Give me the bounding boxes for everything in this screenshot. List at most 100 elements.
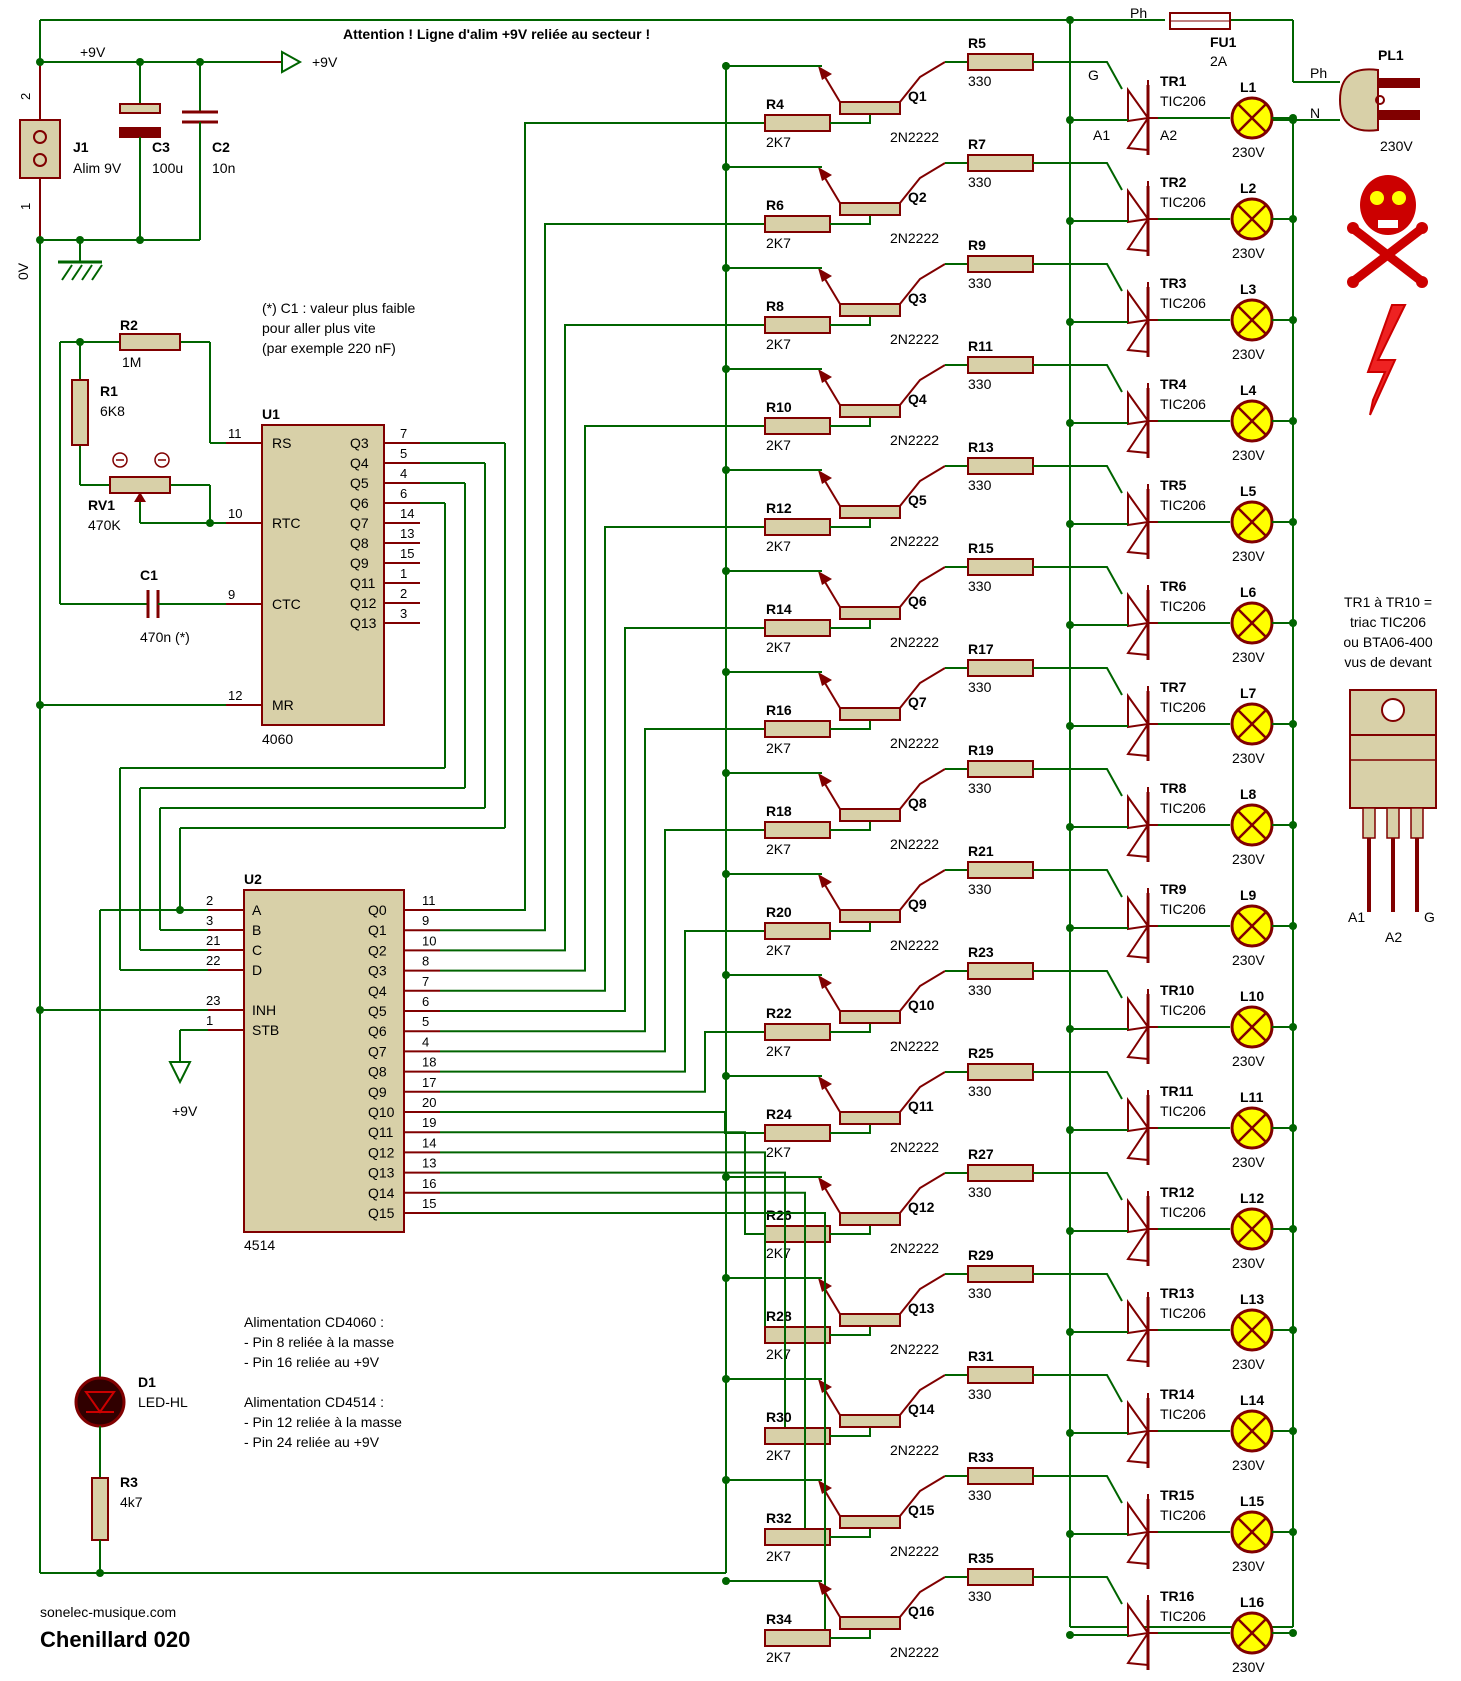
potentiometer-rv1: [109, 476, 171, 494]
gate-resistor: [967, 1063, 1034, 1081]
gate-resistor: [967, 1265, 1034, 1283]
transistor-val: 2N2222: [890, 836, 939, 852]
base-resistor: [764, 417, 831, 435]
u2-pin-label: D: [252, 962, 262, 978]
gate-resistor-val: 330: [968, 1285, 992, 1301]
triac-package-note: TR1 à TR10 = triac TIC206 ou BTA06-400 v…: [1343, 594, 1432, 670]
emitter-arrow-icon: [818, 672, 832, 686]
triac-val: TIC206: [1160, 699, 1206, 715]
triac-symbol-icon: [1127, 288, 1150, 325]
u1-pin-num: 11: [228, 426, 242, 441]
u2-pin-label: Q12: [368, 1144, 395, 1160]
triac-symbol-icon: [1127, 187, 1150, 224]
gate-resistor-ref: R35: [968, 1550, 994, 1566]
triac-gate-label: G: [1088, 67, 1099, 83]
triac-ref: TR14: [1160, 1386, 1194, 1402]
lamp-ref: L15: [1240, 1493, 1264, 1509]
u2-pin-label: STB: [252, 1022, 279, 1038]
base-resistor-ref: R24: [766, 1106, 792, 1122]
lamp-ref: L3: [1240, 281, 1257, 297]
lamp-ref: L13: [1240, 1291, 1264, 1307]
transistor-body: [839, 909, 901, 923]
svg-text:6K8: 6K8: [100, 403, 125, 419]
base-resistor: [764, 922, 831, 940]
capacitor-c2: C2 10n: [182, 62, 235, 240]
base-resistor-val: 2K7: [766, 134, 791, 150]
danger-skull-icon: [1347, 175, 1428, 288]
u1-pin-label: Q8: [350, 535, 369, 551]
emitter-arrow-icon: [818, 1076, 832, 1090]
resistor-r1: [71, 379, 89, 446]
triac-val: TIC206: [1160, 1608, 1206, 1624]
lamp-val: 230V: [1232, 548, 1265, 564]
u2-pin-label: Q0: [368, 902, 387, 918]
gate-resistor: [967, 861, 1034, 879]
base-resistor-ref: R18: [766, 803, 792, 819]
gate-resistor-val: 330: [968, 1588, 992, 1604]
transistor-ref: Q16: [908, 1603, 935, 1619]
transistor-body: [839, 404, 901, 418]
u2-pin-num: 15: [422, 1196, 436, 1211]
transistor-body: [839, 505, 901, 519]
u1-pin-num: 3: [400, 606, 407, 621]
lamp-val: 230V: [1232, 1659, 1265, 1675]
svg-text:LED-HL: LED-HL: [138, 1394, 188, 1410]
triac-val: TIC206: [1160, 497, 1206, 513]
triac-val: TIC206: [1160, 1002, 1206, 1018]
u2-pin-label: B: [252, 922, 261, 938]
triac-ref: TR7: [1160, 679, 1187, 695]
gate-resistor-val: 330: [968, 1184, 992, 1200]
address-bus: [36, 442, 506, 1062]
gate-resistor-ref: R13: [968, 439, 994, 455]
svg-text:A2: A2: [1385, 929, 1402, 945]
transistor-ref: Q6: [908, 593, 927, 609]
lamp-val: 230V: [1232, 245, 1265, 261]
transistor-body: [839, 808, 901, 822]
triac-symbol-icon: [1127, 86, 1150, 123]
base-resistor: [764, 316, 831, 334]
triac-val: TIC206: [1160, 598, 1206, 614]
triac-ref: TR15: [1160, 1487, 1194, 1503]
svg-text:2A: 2A: [1210, 53, 1228, 69]
svg-text:R1: R1: [100, 383, 118, 399]
gate-resistor-ref: R15: [968, 540, 994, 556]
u1-pin-num: 4: [400, 466, 407, 481]
u2-pin-label: Q1: [368, 922, 387, 938]
rail-0v-label: 0V: [15, 262, 31, 280]
base-resistor-ref: R14: [766, 601, 792, 617]
u1-pin-label: MR: [272, 697, 294, 713]
lamp-val: 230V: [1232, 1457, 1265, 1473]
transistor-val: 2N2222: [890, 432, 939, 448]
lamp-ref: L12: [1240, 1190, 1264, 1206]
transistor-val: 2N2222: [890, 533, 939, 549]
u2-pin-label: Q8: [368, 1064, 387, 1080]
transistor-val: 2N2222: [890, 1442, 939, 1458]
gate-resistor-val: 330: [968, 1386, 992, 1402]
svg-text:1: 1: [18, 203, 33, 210]
u1-pin-label: Q12: [350, 595, 377, 611]
connector-j1: 2 1 J1 Alim 9V: [18, 62, 122, 240]
base-resistor-ref: R6: [766, 197, 784, 213]
transistor-body: [839, 1313, 901, 1327]
svg-text:Alimentation CD4060 :: Alimentation CD4060 :: [244, 1314, 384, 1330]
svg-text:100u: 100u: [152, 160, 183, 176]
u1-pin-num: 5: [400, 446, 407, 461]
svg-text:470n (*): 470n (*): [140, 629, 190, 645]
svg-text:Ph: Ph: [1310, 65, 1327, 81]
gate-resistor-val: 330: [968, 376, 992, 392]
gate-resistor-val: 330: [968, 982, 992, 998]
triac-val: TIC206: [1160, 1204, 1206, 1220]
lamp-ref: L9: [1240, 887, 1257, 903]
base-resistor-val: 2K7: [766, 942, 791, 958]
lamp-ref: L11: [1240, 1089, 1264, 1105]
triac-ref: TR2: [1160, 174, 1187, 190]
svg-text:R2: R2: [120, 317, 138, 333]
triac-symbol-icon: [1127, 793, 1150, 830]
ph-label-fuse: Ph: [1130, 5, 1147, 21]
triac-ref: TR13: [1160, 1285, 1194, 1301]
base-resistor-val: 2K7: [766, 538, 791, 554]
